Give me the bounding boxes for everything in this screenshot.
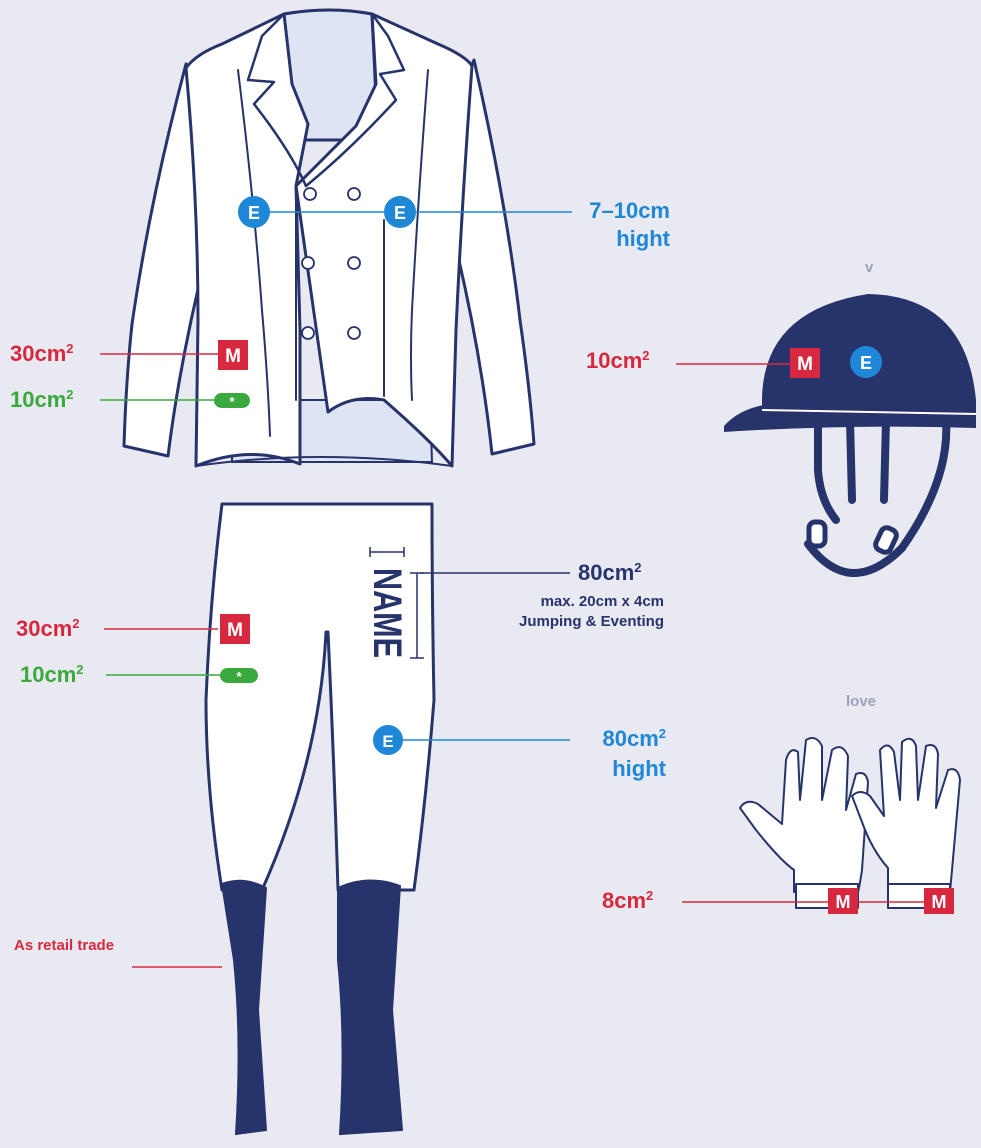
breeches-name-size-label: 80cm2 xyxy=(578,562,642,584)
jacket xyxy=(124,10,534,466)
sponsor-marker-breeches: * xyxy=(220,668,258,684)
jacket-sponsor-label: 10cm2 xyxy=(10,389,74,411)
breeches-equipment-label: 80cm2 hight xyxy=(572,728,666,780)
right-glove xyxy=(852,739,960,892)
media-marker-right-glove: M xyxy=(924,888,954,914)
gloves xyxy=(740,738,960,908)
breeches-body xyxy=(206,504,434,890)
jacket-button xyxy=(302,257,314,269)
breeches xyxy=(206,504,434,890)
breeches-media-size: 30cm xyxy=(16,616,72,641)
svg-text:E: E xyxy=(860,353,872,373)
gloves-media-unit: 2 xyxy=(646,888,653,903)
breeches-name-max: max. 20cm x 4cm xyxy=(480,594,664,609)
media-marker-jacket: M xyxy=(218,340,248,370)
jacket-equipment-note: hight xyxy=(572,228,670,250)
svg-text:M: M xyxy=(836,892,851,912)
left-glove xyxy=(740,738,868,892)
right-boot xyxy=(338,880,402,1134)
svg-text:E: E xyxy=(248,203,260,223)
breeches-sponsor-size: 10cm xyxy=(20,662,76,687)
helmet xyxy=(724,294,976,573)
helmet-media-label: 10cm2 xyxy=(586,350,650,372)
jacket-media-size: 30cm xyxy=(10,341,66,366)
breeches-sponsor-unit: 2 xyxy=(76,662,83,677)
media-marker-left-glove: M xyxy=(828,888,858,914)
boots-label: As retail trade xyxy=(14,938,114,953)
equipment-marker-breeches: E xyxy=(373,725,403,755)
svg-text:E: E xyxy=(382,732,393,751)
jacket-button xyxy=(302,327,314,339)
jacket-sponsor-size: 10cm xyxy=(10,387,66,412)
equipment-marker-jacket-right: E xyxy=(384,196,416,228)
svg-text:E: E xyxy=(394,203,406,223)
breeches-equipment-unit: 2 xyxy=(659,726,666,741)
helmet-media-unit: 2 xyxy=(642,348,649,363)
breeches-equipment-note: hight xyxy=(572,758,666,780)
boots xyxy=(222,880,402,1134)
helmet-buckle xyxy=(809,522,825,546)
svg-text:M: M xyxy=(797,354,813,375)
breeches-name-note: max. 20cm x 4cm Jumping & Eventing xyxy=(480,594,664,629)
svg-text:M: M xyxy=(932,892,947,912)
gloves-caption: love xyxy=(846,694,876,709)
name-placement-text: NAME xyxy=(365,568,409,658)
gloves-media-label: 8cm2 xyxy=(602,890,653,912)
breeches-name-size: 80cm xyxy=(578,560,634,585)
equipment-marker-helmet: E xyxy=(850,346,882,378)
breeches-sponsor-label: 10cm2 xyxy=(20,664,84,686)
jacket-equipment-label: 7–10cm hight xyxy=(572,200,670,250)
jacket-media-unit: 2 xyxy=(66,341,73,356)
breeches-name-disciplines: Jumping & Eventing xyxy=(480,614,664,629)
breeches-equipment-size: 80cm xyxy=(602,726,658,751)
jacket-button xyxy=(348,327,360,339)
breeches-name-unit: 2 xyxy=(634,560,641,575)
helmet-media-size: 10cm xyxy=(586,348,642,373)
left-boot xyxy=(222,881,266,1134)
breeches-media-unit: 2 xyxy=(72,616,79,631)
svg-text:M: M xyxy=(227,620,243,641)
jacket-equipment-size: 7–10cm xyxy=(572,200,670,222)
helmet-caption: v xyxy=(865,260,873,275)
breeches-media-label: 30cm2 xyxy=(16,618,80,640)
media-marker-helmet: M xyxy=(790,348,820,378)
jacket-media-label: 30cm2 xyxy=(10,343,74,365)
jacket-sponsor-unit: 2 xyxy=(66,387,73,402)
equipment-marker-jacket-left: E xyxy=(238,196,270,228)
sponsor-marker-jacket: * xyxy=(214,393,250,409)
gloves-media-size: 8cm xyxy=(602,888,646,913)
svg-text:M: M xyxy=(225,346,241,367)
jacket-button xyxy=(304,188,316,200)
jacket-button xyxy=(348,188,360,200)
media-marker-breeches: M xyxy=(220,614,250,644)
jacket-button xyxy=(348,257,360,269)
